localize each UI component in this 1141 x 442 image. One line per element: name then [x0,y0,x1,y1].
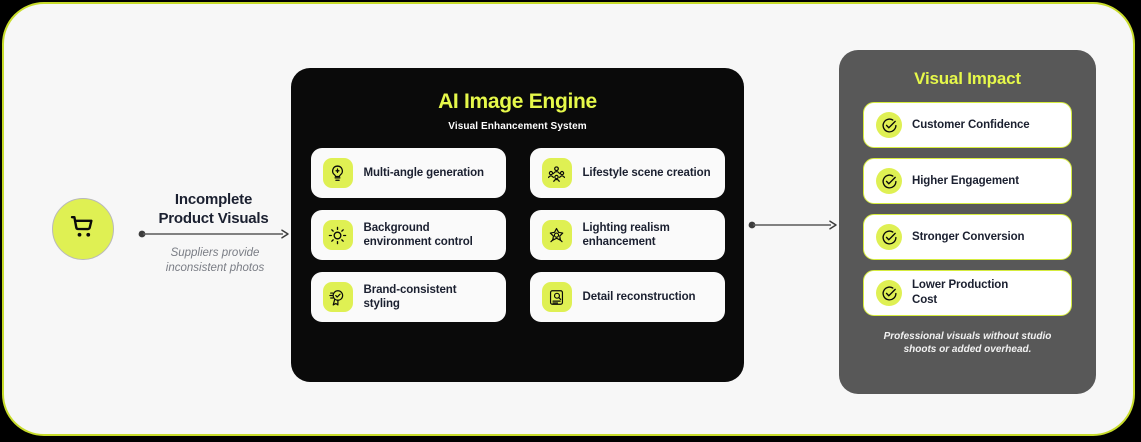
impact-title: Visual Impact [914,69,1021,88]
visual-impact-panel: Visual Impact Customer Confidence [839,50,1096,394]
source-node-title: Incomplete Product Visuals [136,190,291,228]
engine-title: AI Image Engine [438,90,597,113]
source-node-caption: Suppliers provide inconsistent photos [132,246,298,276]
check-circle-icon [876,168,902,194]
impact-footer-line-2: shoots or added overhead. [903,344,1032,355]
feature-card-label: Detail reconstruction [582,290,696,303]
feature-card-label: Brand-consistent styling [363,283,457,311]
ai-image-engine-panel: AI Image Engine Visual Enhancement Syste… [291,68,744,382]
arrow-right-icon [748,218,838,230]
impact-card[interactable]: Lower Production Cost [863,270,1072,316]
impact-card-label: Stronger Conversion [912,230,1025,243]
badge-award-icon [322,282,353,312]
light-burst-icon [541,220,572,250]
impact-footer-line-1: Professional visuals without studio [883,331,1052,342]
feature-card[interactable]: Brand-consistent styling [310,272,506,322]
impact-footer-note: Professional visuals without studio shoo… [860,330,1075,356]
feature-card-label: Background environment control [363,221,473,249]
sun-icon [322,220,353,250]
feature-card-label: Lighting realism enhancement [582,221,670,249]
impact-card-label: Customer Confidence [912,118,1030,131]
shopping-cart-icon [68,212,98,247]
check-circle-icon [876,280,902,306]
people-group-icon [541,158,572,188]
feature-card[interactable]: Lifestyle scene creation [529,148,725,198]
source-title-line-1: Incomplete [174,191,253,208]
feature-card[interactable]: Lighting realism enhancement [529,210,725,260]
impact-card[interactable]: Stronger Conversion [863,214,1072,260]
diagram-frame: Incomplete Product Visuals Suppliers pro… [2,2,1135,436]
impact-card-label: Higher Engagement [912,174,1019,187]
detail-scan-icon [541,282,572,312]
check-circle-icon [876,224,902,250]
feature-card-label: Multi-angle generation [363,166,485,179]
check-circle-icon [876,112,902,138]
feature-card[interactable]: Background environment control [310,210,506,260]
feature-card[interactable]: Detail reconstruction [529,272,725,322]
source-title-line-2: Product Visuals [158,210,269,227]
arrow-right-icon [138,226,290,239]
impact-card[interactable]: Higher Engagement [863,158,1072,204]
source-node-group: Incomplete Product Visuals Suppliers pro… [46,182,289,292]
engine-subtitle: Visual Enhancement System [448,121,587,132]
source-caption-line-2: inconsistent photos [165,262,265,274]
impact-card-label: Lower Production Cost [912,279,1009,306]
source-caption-line-1: Suppliers provide [170,247,260,259]
lightbulb-idea-icon [322,158,353,188]
feature-card[interactable]: Multi-angle generation [310,148,506,198]
impact-card-list: Customer Confidence Higher Engagement [863,102,1072,316]
feature-card-grid: Multi-angle generation Lif [310,148,725,322]
source-node-circle [52,198,114,260]
feature-card-label: Lifestyle scene creation [582,166,711,179]
impact-card[interactable]: Customer Confidence [863,102,1072,148]
